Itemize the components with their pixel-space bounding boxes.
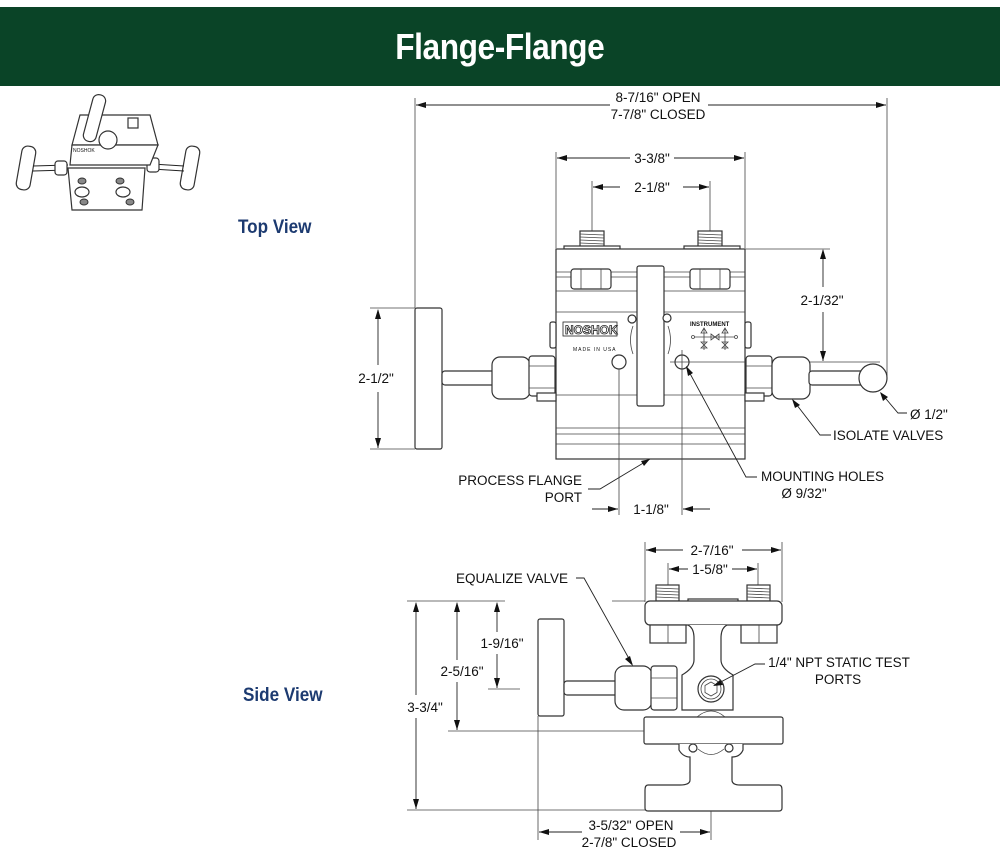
- process-flange-port-label-2: PORT: [545, 490, 582, 505]
- instrument-label: INSTRUMENT: [690, 322, 730, 328]
- svg-text:NOSHOK: NOSHOK: [73, 148, 95, 154]
- isolate-valves-label: ISOLATE VALVES: [833, 428, 943, 443]
- mounting-holes-label: MOUNTING HOLES: [761, 469, 884, 484]
- handle-height-label: 2-1/2": [358, 371, 394, 386]
- height-2-label: 2-5/16": [440, 664, 483, 679]
- overall-height-label: 3-3/4": [407, 700, 443, 715]
- overall-width-closed-label: 7-7/8" CLOSED: [611, 107, 706, 122]
- mounting-holes-diameter-label: Ø 9/32": [781, 486, 827, 501]
- port-spacing-label: 2-1/8": [634, 180, 670, 195]
- test-ports-label-2: PORTS: [815, 672, 861, 687]
- overall-width-open-label: 8-7/16" OPEN: [615, 90, 700, 105]
- page-title: Flange-Flange: [395, 25, 605, 67]
- side-view-label: Side View: [243, 685, 323, 706]
- title-banner: Flange-Flange: [0, 7, 1000, 86]
- height-1-label: 1-9/16": [480, 636, 523, 651]
- test-ports-label: 1/4" NPT STATIC TEST: [768, 655, 910, 670]
- side-port-spacing-label: 1-5/8": [692, 562, 728, 577]
- handle-ball-diameter-label: Ø 1/2": [910, 407, 948, 422]
- brand-mark: NOSHOK: [565, 323, 618, 337]
- hole-spacing-label: 1-1/8": [633, 502, 669, 517]
- depth-open-label: 3-5/32" OPEN: [588, 818, 673, 833]
- made-in-usa-label: MADE IN USA: [573, 347, 617, 353]
- equalize-valve-label: EQUALIZE VALVE: [456, 571, 568, 586]
- process-flange-port-label: PROCESS FLANGE: [458, 473, 582, 488]
- isometric-product-icon: NOSHOK: [15, 94, 201, 211]
- side-view-drawing: 2-7/16" 1-5/8" EQUALIZE VALVE 1-9/16" 2-…: [407, 542, 910, 850]
- top-view-label: Top View: [238, 217, 312, 238]
- top-view-drawing: NOSHOK MADE IN USA INSTRUMENT: [358, 90, 948, 517]
- body-width-label: 3-3/8": [634, 151, 670, 166]
- height-to-centerline-label: 2-1/32": [800, 293, 843, 308]
- flange-width-label: 2-7/16": [690, 543, 733, 558]
- depth-closed-label: 2-7/8" CLOSED: [582, 835, 677, 850]
